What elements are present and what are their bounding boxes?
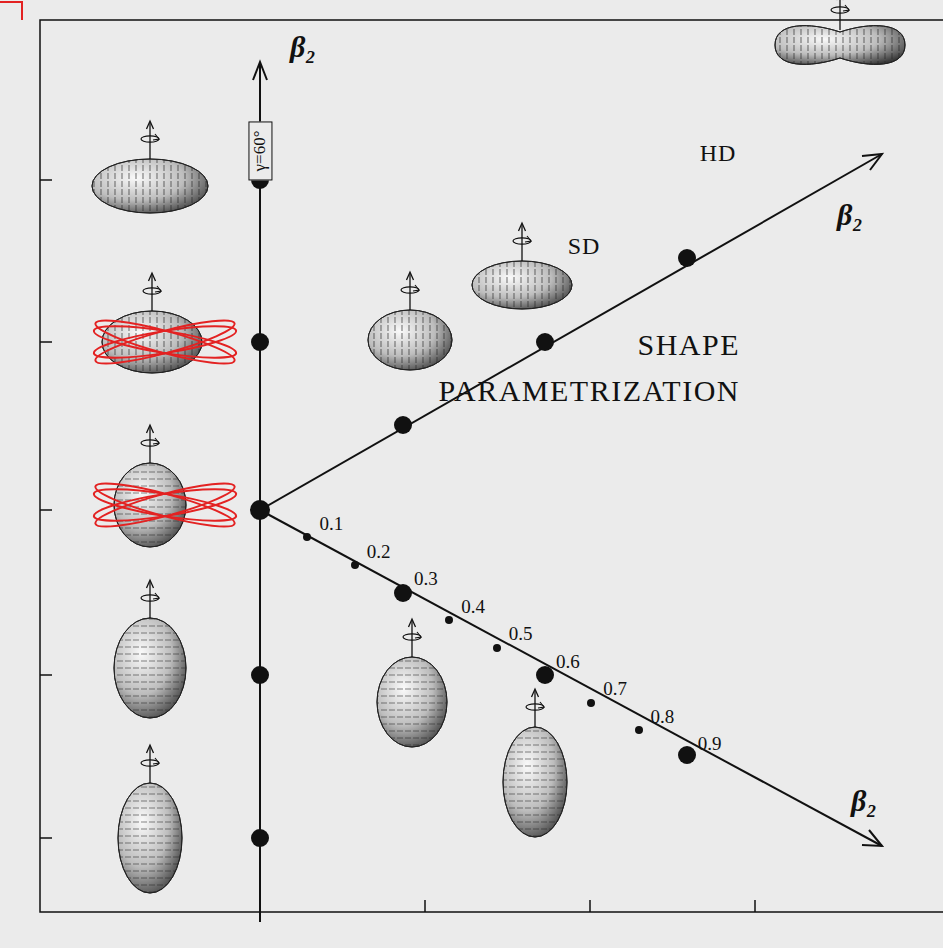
red-corner-mark [0,2,22,20]
nucleus-shape [92,0,905,893]
red-cross-mark [92,313,238,535]
frame [40,20,943,912]
shape-tag: SD [568,233,601,259]
tick-value: 0.5 [509,624,533,645]
angle-label: γ=60° [250,131,270,172]
axis-label: β₂ [290,30,316,63]
shape-tag: HD [700,140,737,166]
tick-value: 0.1 [319,514,343,535]
figure-title: SHAPE PARAMETRIZATION [410,322,740,414]
tick-value: 0.6 [556,652,580,673]
tick-value: 0.4 [461,597,485,618]
angle-box: γ=60° [248,122,272,181]
axis-dot [250,171,696,847]
axis-label: β₂ [837,198,863,231]
tick-value: 0.7 [603,679,627,700]
tick-value: 0.2 [367,542,391,563]
tick-value: 0.8 [651,707,675,728]
axis [253,62,882,922]
axis-label: β₂ [851,784,877,817]
tick-value: 0.9 [698,734,722,755]
tick-value: 0.3 [414,569,438,590]
